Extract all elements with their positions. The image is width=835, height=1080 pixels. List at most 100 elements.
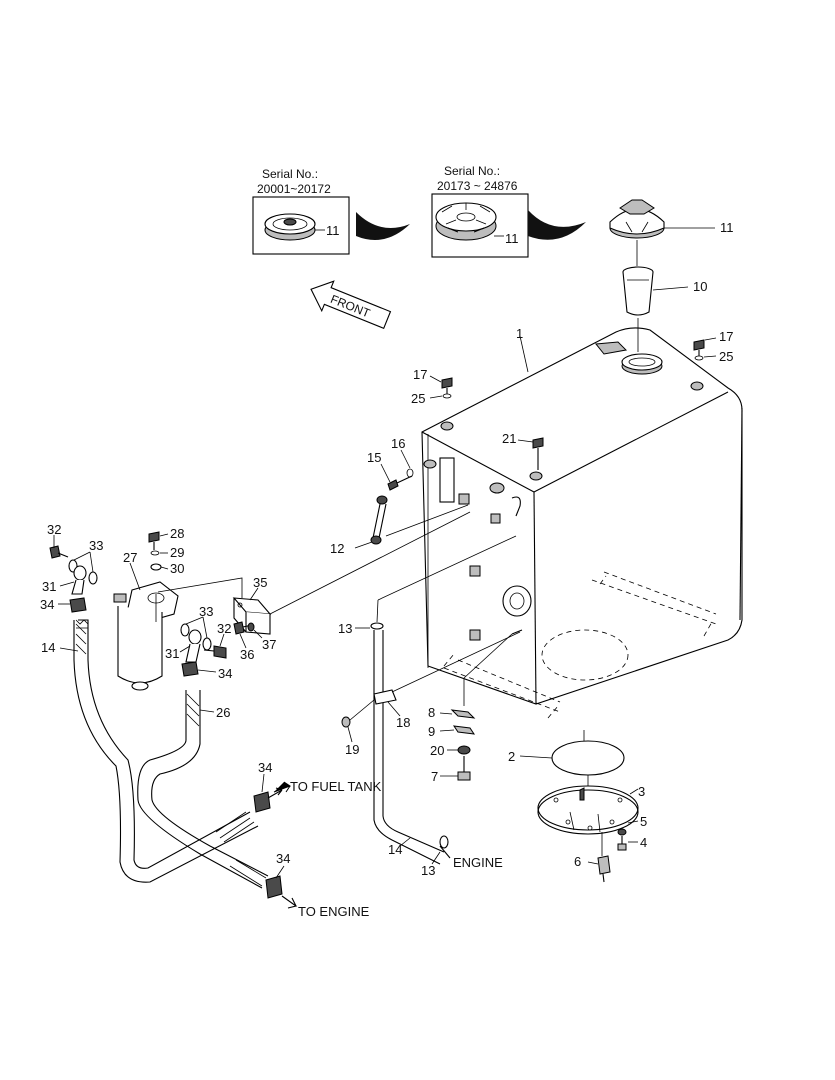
part-number-34-upper: 34 (40, 597, 54, 612)
bolt-32-upper (49, 545, 69, 559)
bolt-28 (148, 531, 160, 550)
nut-19 (341, 716, 351, 728)
bolt-7 (457, 756, 471, 781)
part-number-28: 28 (170, 526, 184, 541)
part-number-13-upper: 13 (338, 621, 352, 636)
serial-inset-2: Serial No.: 20173 ~ 24876 11 (431, 164, 529, 258)
sight-gauge-12 (370, 459, 437, 545)
drain-valve-6 (597, 855, 611, 883)
part-number-33-upper: 33 (89, 538, 103, 553)
bolt-21 (532, 437, 544, 470)
arrow-engine (439, 845, 451, 859)
eye-joint-31-lower (185, 629, 202, 663)
part-number-14-return: 14 (388, 842, 402, 857)
washer-29 (150, 550, 160, 556)
part-number-30: 30 (170, 561, 184, 576)
part-number-17-right: 17 (719, 329, 733, 344)
bolt-15 (387, 475, 413, 491)
front-arrow: FRONT (310, 280, 392, 330)
serial-range-1: 20001~20172 (257, 182, 331, 196)
part-number-5: 5 (640, 814, 647, 829)
part-number-34-engine: 34 (276, 851, 290, 866)
oring-33-lower-b (202, 637, 212, 651)
part-number-35: 35 (253, 575, 267, 590)
part-number-21: 21 (502, 431, 516, 446)
oring-30 (150, 563, 162, 571)
part-number-31-upper: 31 (42, 579, 56, 594)
part-number-15: 15 (367, 450, 381, 465)
oring-33-upper-a (68, 559, 78, 573)
part-number-13-lower: 13 (421, 863, 435, 878)
cover-plate-3 (537, 785, 639, 835)
part-number-20: 20 (430, 743, 444, 758)
fuel-tank (421, 327, 743, 719)
label-to-fuel-tank: TO FUEL TANK (290, 779, 382, 794)
part-number-11-old: 11 (326, 223, 340, 238)
part-number-25-right: 25 (719, 349, 733, 364)
clamp-34-lower (181, 661, 199, 677)
bracket-9 (452, 725, 476, 735)
clip-13-lower (439, 835, 449, 849)
serial-inset-1: Serial No.: 20001~20172 11 (252, 167, 350, 255)
serial-title-2: Serial No.: (444, 164, 500, 178)
washer-20 (457, 745, 471, 755)
transition-arrow-1 (356, 212, 410, 240)
washer-16 (406, 468, 414, 478)
oring-33-upper-b (88, 571, 98, 585)
bolt-4-5 (617, 828, 627, 851)
washer-37 (247, 622, 255, 632)
part-number-2: 2 (508, 749, 515, 764)
part-number-11: 11 (720, 220, 734, 235)
hose-14-return (373, 630, 445, 865)
part-number-33-lower: 33 (199, 604, 213, 619)
clamp-18 (373, 689, 397, 705)
bracket-8 (450, 709, 476, 719)
arrow-to-engine (281, 895, 298, 909)
part-number-34-lower: 34 (218, 666, 232, 681)
part-number-31-lower: 31 (165, 646, 179, 661)
part-number-10: 10 (693, 279, 707, 294)
hose-14-left (73, 619, 259, 883)
hose-26 (137, 690, 269, 889)
part-number-32-upper: 32 (47, 522, 61, 537)
part-number-14-left: 14 (41, 640, 55, 655)
clamp-34-engine (265, 875, 283, 899)
part-number-27: 27 (123, 550, 137, 565)
eye-joint-31-upper (71, 565, 87, 595)
fuel-cap-old-icon (264, 213, 316, 241)
part-number-32-lower: 32 (217, 621, 231, 636)
oring-33-lower-a (180, 623, 190, 637)
part-number-37: 37 (262, 637, 276, 652)
part-number-34-fuel-tank: 34 (258, 760, 272, 775)
part-number-36: 36 (240, 647, 254, 662)
clip-13-upper (370, 622, 384, 630)
part-number-18: 18 (396, 715, 410, 730)
part-number-26: 26 (216, 705, 230, 720)
part-number-3: 3 (638, 784, 645, 799)
fuel-filter-27 (113, 581, 179, 691)
part-number-4: 4 (640, 835, 647, 850)
part-number-11-mid: 11 (505, 231, 519, 246)
part-number-12: 12 (330, 541, 344, 556)
part-number-29: 29 (170, 545, 184, 560)
clamp-34-fuel-tank (253, 791, 271, 813)
part-number-6: 6 (574, 854, 581, 869)
fuel-cap-mid-icon (435, 202, 497, 241)
part-number-16: 16 (391, 436, 405, 451)
label-engine: ENGINE (453, 855, 503, 870)
part-number-1: 1 (516, 326, 523, 341)
serial-range-2: 20173 ~ 24876 (437, 179, 518, 193)
bolt-32-lower (203, 645, 227, 659)
transition-arrow-2 (528, 210, 586, 240)
part-number-17-left: 17 (413, 367, 427, 382)
label-to-engine: TO ENGINE (298, 904, 370, 919)
oring-2 (551, 740, 625, 776)
part-number-7: 7 (431, 769, 438, 784)
clamp-34-upper (69, 597, 87, 613)
part-number-25-left: 25 (411, 391, 425, 406)
strainer-icon (622, 266, 654, 316)
bolt-17-left (441, 377, 453, 399)
bolt-17-right (693, 339, 705, 361)
part-number-8: 8 (428, 705, 435, 720)
